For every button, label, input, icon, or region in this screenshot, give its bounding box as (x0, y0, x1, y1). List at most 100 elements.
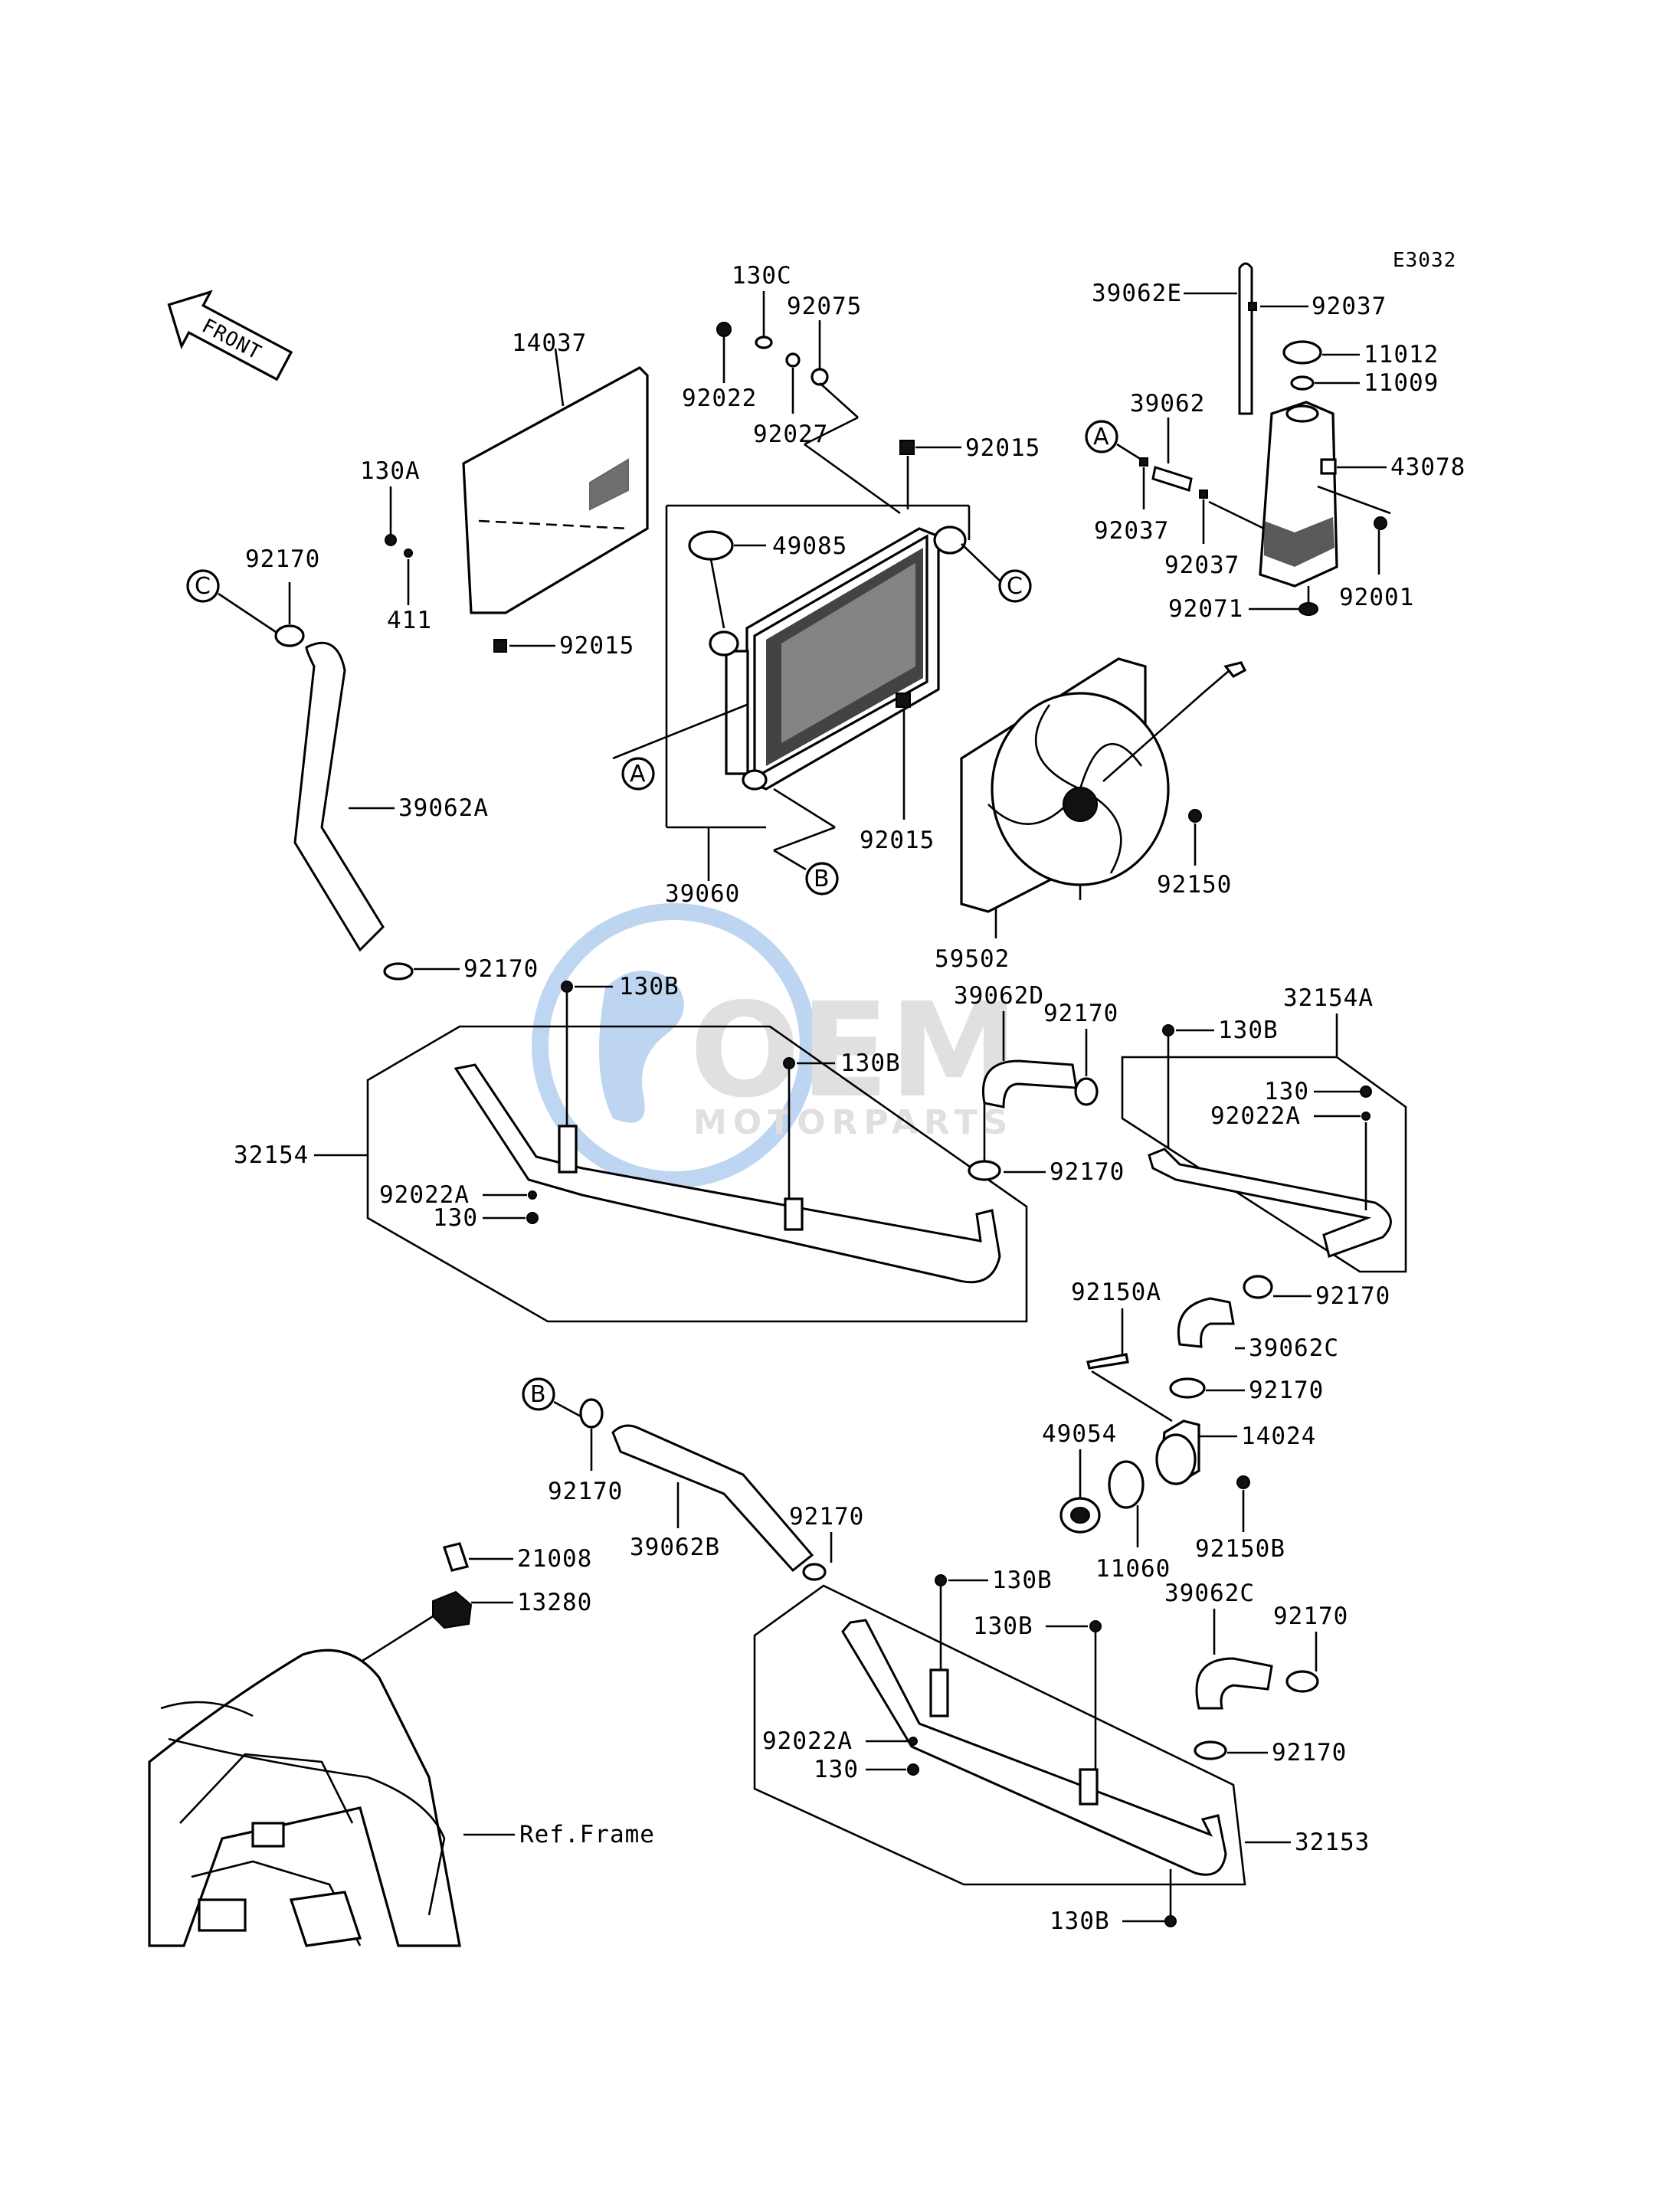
bolt-92150b (1236, 1475, 1250, 1489)
bolt-92150 (1188, 809, 1202, 823)
bolt-130-c (907, 1763, 919, 1776)
collar-92022a-b (1361, 1112, 1371, 1121)
bolt-130-b (1360, 1085, 1372, 1098)
part-14024: 14024 (1241, 1423, 1316, 1450)
radiator-screen (462, 366, 649, 614)
part-130b-b: 130B (840, 1049, 901, 1077)
part-92170-h: 92170 (789, 1503, 864, 1531)
bracket-21008 (442, 1542, 470, 1572)
part-130b-d: 130B (992, 1567, 1053, 1594)
part-59502: 59502 (935, 945, 1010, 973)
pipe-32153 (841, 1619, 1227, 1876)
leader-callout-c2 (218, 592, 277, 634)
part-32154a: 32154A (1283, 984, 1374, 1012)
leader-13280-frame (359, 1615, 434, 1664)
callout-c-1: C (1007, 573, 1023, 600)
leader-bracket-c (804, 443, 901, 515)
bolt-130-a (526, 1212, 539, 1224)
clamp-92170-c (1074, 1077, 1099, 1106)
callout-b-1: B (814, 866, 830, 892)
part-92037-a: 92037 (1312, 293, 1387, 320)
part-92170-g: 92170 (548, 1478, 623, 1505)
leader-92001-a (1317, 485, 1391, 515)
part-92037-b: 92037 (1094, 517, 1169, 545)
leader-bracket-b (804, 416, 859, 446)
part-92170-e: 92170 (1315, 1282, 1390, 1310)
leader-callout-b (773, 787, 836, 829)
part-92022a-a: 92022A (379, 1181, 470, 1209)
clamp-92170-a (274, 624, 305, 647)
housing-flange (1155, 1433, 1197, 1485)
callout-a-2: A (1093, 424, 1109, 450)
leader-callout-b4 (553, 1400, 583, 1419)
damper-13280 (432, 1590, 473, 1629)
leader-callout-c (961, 543, 1000, 581)
part-39062d: 39062D (954, 982, 1044, 1010)
clamp-92037-c (1199, 489, 1208, 499)
part-39060: 39060 (665, 880, 740, 908)
part-130a: 130A (360, 457, 421, 485)
part-92001: 92001 (1339, 584, 1414, 611)
part-49085: 49085 (772, 532, 847, 560)
part-92170-a: 92170 (245, 545, 320, 573)
part-130b-e: 130B (973, 1613, 1033, 1640)
clamp-92170-d (968, 1160, 1001, 1181)
callout-c-circle-1 (998, 569, 1032, 603)
grommet-92071 (1298, 602, 1318, 616)
part-92022a-c: 92022A (762, 1727, 853, 1755)
part-32154: 32154 (234, 1141, 309, 1169)
fan-assembly (960, 657, 1247, 913)
part-92170-d: 92170 (1050, 1158, 1125, 1186)
part-32153: 32153 (1295, 1829, 1370, 1856)
bolt-92022 (716, 322, 732, 337)
part-130-b: 130 (1264, 1078, 1309, 1105)
callout-a-circle-2 (1085, 420, 1118, 453)
reservoir-tank (1259, 401, 1338, 588)
callout-a-1: A (630, 761, 646, 787)
bolt-130a (385, 534, 397, 546)
clamp-92037-a (1248, 302, 1257, 311)
clip-92015-a (493, 639, 507, 653)
part-13280: 13280 (517, 1589, 592, 1616)
thermostat-center (1070, 1507, 1090, 1524)
grommet-92075 (811, 368, 829, 386)
collar-92022a-a (528, 1190, 537, 1200)
part-39062: 39062 (1130, 390, 1205, 417)
part-92037-c: 92037 (1164, 552, 1240, 579)
clamp-92037-b (1139, 457, 1148, 467)
overflow-hose-39062e (1238, 262, 1253, 415)
radiator-cap (688, 530, 734, 561)
bolt-92150a (1086, 1353, 1129, 1370)
leader-callout-b2 (773, 826, 836, 852)
callout-a-circle-1 (621, 757, 655, 791)
clamp-92170-j (1194, 1740, 1227, 1760)
part-92015-c: 92015 (860, 827, 935, 854)
clamp-92170-i (1285, 1670, 1319, 1693)
part-92015-b: 92015 (965, 434, 1040, 462)
front-arrow-icon: FRONT (167, 290, 293, 381)
part-92170-f: 92170 (1249, 1377, 1324, 1404)
part-92075: 92075 (787, 293, 862, 320)
watermark: OEM MOTORPARTS (532, 903, 1019, 1188)
clip-92015-c (896, 692, 911, 708)
part-92170-j: 92170 (1272, 1739, 1347, 1766)
part-92170-i: 92170 (1273, 1603, 1348, 1630)
diagram-code: E3032 (1393, 249, 1456, 272)
leader-14037 (554, 348, 565, 407)
part-39062e: 39062E (1092, 280, 1182, 307)
part-92150b: 92150B (1195, 1535, 1285, 1563)
part-21008: 21008 (517, 1545, 592, 1573)
bolt-130b-f (1164, 1915, 1177, 1927)
leader-callout-b3 (773, 849, 807, 871)
part-130b-c: 130B (1218, 1017, 1279, 1044)
callout-b-2: B (530, 1381, 546, 1408)
clamp-92170-e (1243, 1275, 1273, 1299)
clamp-92170-f (1169, 1377, 1206, 1399)
hose-39062d (982, 1059, 1078, 1108)
bracket-32154 (366, 1025, 1028, 1323)
part-92150a: 92150A (1071, 1279, 1161, 1306)
leader-92150a-2 (1091, 1370, 1173, 1423)
part-39062c-b: 39062C (1164, 1580, 1255, 1607)
radiator-assembly (709, 526, 967, 791)
